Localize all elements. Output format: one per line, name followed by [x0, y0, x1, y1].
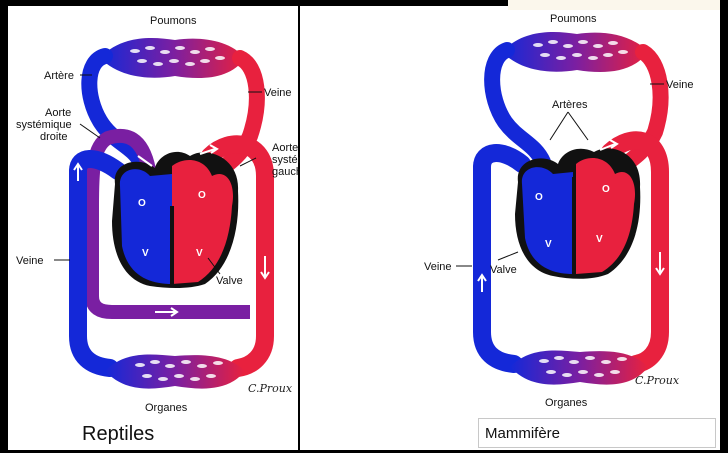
organs-label: Organes [545, 397, 588, 409]
atrium-left-letter: O [198, 190, 206, 201]
ventricle-left-letter: V [596, 234, 603, 245]
lungs-label: Poumons [150, 15, 197, 27]
right-aorta-label-2: systémique [16, 119, 72, 131]
reptile-caption: Reptiles [82, 423, 154, 446]
artery-label: Artère [44, 70, 74, 82]
artist-signature: C.Proux [248, 382, 293, 395]
lungs-capillaries [502, 32, 648, 72]
ventricle-right-letter: V [142, 248, 149, 259]
lungs-label: Poumons [550, 13, 597, 25]
vein-top-label: Veine [666, 79, 694, 91]
left-aorta-label-3: gauche [272, 166, 300, 178]
right-aorta-label-3: droite [40, 131, 68, 143]
vein-left-label: Veine [424, 261, 452, 273]
organs-capillaries [510, 351, 648, 385]
ventricle-left-letter: V [196, 248, 203, 259]
heart-left-side [172, 160, 233, 284]
atrium-right-letter: O [138, 198, 146, 209]
mammal-diagram: O O V V Poumons Veine Artères Veine Valv… [410, 2, 710, 412]
mammal-caption: Mammifère [485, 425, 560, 442]
artist-signature: C.Proux [635, 374, 680, 387]
arteries-label: Artères [552, 99, 588, 111]
heart-left-side [576, 158, 635, 274]
reptile-diagram: O O V V Poumons Artère Aorte systémique … [0, 6, 300, 416]
mammal-caption-box: Mammifère [478, 418, 716, 448]
left-aorta-label-1: Aorte [272, 142, 298, 154]
organs-capillaries [105, 355, 245, 389]
right-aorta-label-1: Aorte [45, 107, 71, 119]
organs-label: Organes [145, 402, 188, 414]
vein-left-label: Veine [16, 255, 44, 267]
vein-top-label: Veine [264, 87, 292, 99]
reptile-heart [112, 152, 238, 288]
valve-label: Valve [216, 275, 243, 287]
lungs-capillaries [100, 38, 245, 78]
left-aorta-label-2: systémique [272, 154, 300, 166]
atrium-right-letter: O [535, 192, 543, 203]
mammal-heart [515, 148, 640, 278]
valve-label: Valve [490, 264, 517, 276]
ventricle-right-letter: V [545, 239, 552, 250]
atrium-left-letter: O [602, 184, 610, 195]
